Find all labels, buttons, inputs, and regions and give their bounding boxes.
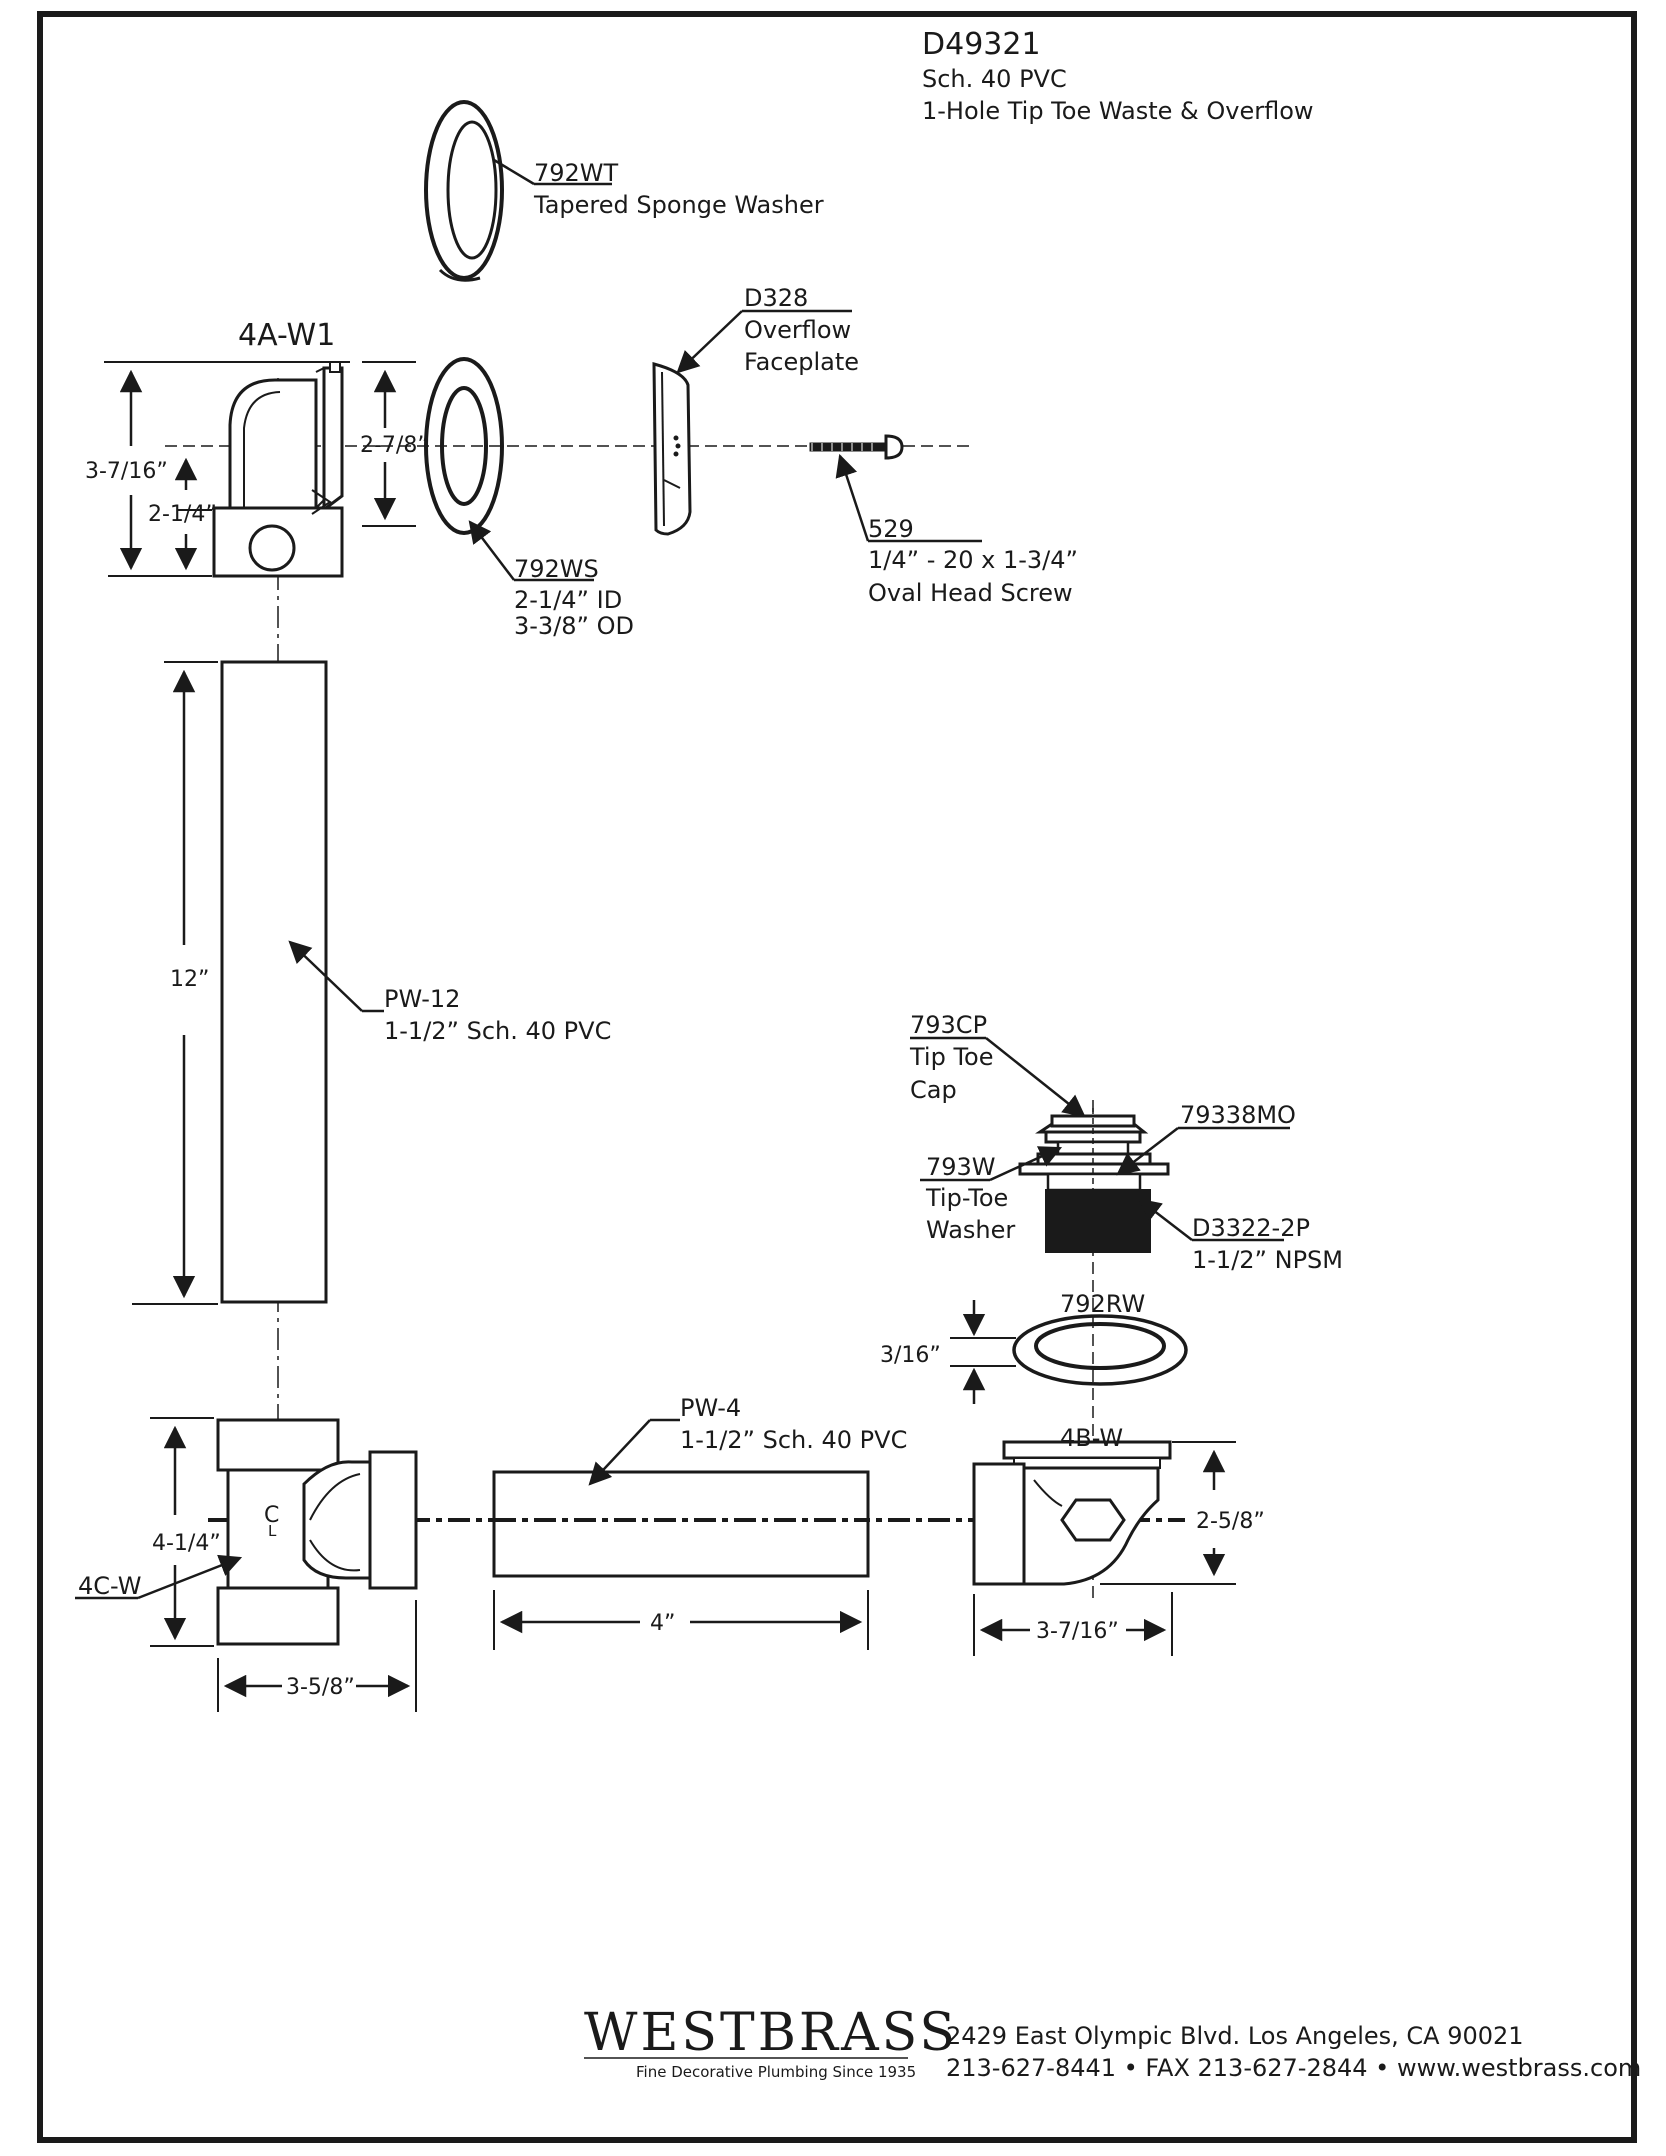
dim-tee-height: 4-1/4” [152, 1531, 221, 1556]
washer-792ws [424, 357, 504, 535]
tee-fitting-4c-w [216, 1418, 418, 1646]
part-desc-d328-2: Faceplate [744, 348, 859, 376]
part-desc-793w-1: Tip-Toe [925, 1184, 1008, 1212]
dim-pipe-short: 4” [650, 1611, 675, 1636]
part-code-4b-w: 4B-W [1060, 1424, 1123, 1452]
part-desc-pw-12: 1-1/2” Sch. 40 PVC [384, 1017, 611, 1045]
callout-793cp: 793CP Tip Toe Cap [909, 1011, 1086, 1118]
part-desc-pw-4: 1-1/2” Sch. 40 PVC [680, 1426, 907, 1454]
part-code-4c-w: 4C-W [78, 1572, 141, 1600]
dim-pipe-long: 12” [170, 967, 209, 992]
dim-elbow-center: 2-1/4” [148, 502, 217, 527]
tapered-sponge-washer-792wt [424, 100, 504, 282]
callout-d328: D328 Overflow Faceplate [676, 284, 859, 376]
company-address: 2429 East Olympic Blvd. Los Angeles, CA … [946, 2022, 1524, 2050]
brand-tagline: Fine Decorative Plumbing Since 1935 [636, 2063, 916, 2081]
part-desc-529-size: 1/4” - 20 x 1-3/4” [868, 546, 1078, 574]
dim-washer-thickness: 3/16” [880, 1343, 941, 1368]
part-desc-792ws-od: 3-3/8” OD [514, 612, 634, 640]
part-code-792rw: 792RW [1060, 1290, 1145, 1318]
title-block: D49321 Sch. 40 PVC 1-Hole Tip Toe Waste … [922, 27, 1314, 125]
dimension-tee-width: 3-5/8” [217, 1600, 417, 1712]
dim-shoe-width: 3-7/16” [1036, 1619, 1119, 1644]
footer: WESTBRASS Fine Decorative Plumbing Since… [584, 2003, 1641, 2082]
part-code-pw-4: PW-4 [680, 1394, 741, 1422]
part-code-792ws: 792WS [514, 555, 599, 583]
threaded-body-d3322-2p [1045, 1189, 1151, 1253]
part-code-pw-12: PW-12 [384, 985, 460, 1013]
part-number: D49321 [922, 27, 1041, 62]
part-desc-792ws-id: 2-1/4” ID [514, 586, 622, 614]
centerline-subscript: L [268, 1522, 277, 1540]
part-desc-d3322-2p: 1-1/2” NPSM [1192, 1246, 1343, 1274]
overflow-elbow-4a-w1 [212, 361, 344, 578]
part-code-793w: 793W [926, 1153, 996, 1181]
callout-d3322-2p: D3322-2P 1-1/2” NPSM [1138, 1198, 1343, 1274]
part-code-793cp: 793CP [910, 1011, 987, 1039]
callout-4c-w: 4C-W [75, 1554, 243, 1600]
part-desc-793cp-2: Cap [910, 1076, 957, 1104]
part-desc-d328-1: Overflow [744, 316, 851, 344]
part-code-529: 529 [868, 515, 914, 543]
callout-792wt: 792WT Tapered Sponge Washer [493, 158, 824, 219]
dim-shoe-height: 2-5/8” [1196, 1509, 1265, 1534]
pipe-pw-4 [492, 1470, 870, 1578]
part-code-d328: D328 [744, 284, 808, 312]
dimension-tee-height: 4-1/4” [152, 1425, 221, 1641]
part-desc-792wt: Tapered Sponge Washer [533, 191, 824, 219]
dimension-elbow-center: 2-1/4” [148, 457, 217, 571]
dim-overflow-height: 2-7/8” [360, 433, 429, 458]
part-code-4a-w1: 4A-W1 [238, 318, 335, 353]
dimension-shoe-height: 2-5/8” [1196, 1449, 1265, 1577]
part-desc-793cp-1: Tip Toe [909, 1043, 993, 1071]
material-label: Sch. 40 PVC [922, 65, 1067, 93]
dimension-pipe-short: 4” [493, 1590, 869, 1650]
callout-529: 529 1/4” - 20 x 1-3/4” Oval Head Screw [835, 453, 1078, 607]
tip-toe-stopper-assembly [1018, 1108, 1170, 1253]
part-desc-793w-2: Washer [926, 1216, 1015, 1244]
dimension-elbow-height: 3-7/16” [85, 369, 168, 571]
callout-792ws: 792WS 2-1/4” ID 3-3/8” OD [468, 520, 634, 640]
page-border [37, 11, 1637, 2143]
overflow-faceplate-d328 [652, 362, 692, 536]
pipe-pw-12 [220, 660, 328, 1304]
brand-logo: WESTBRASS [584, 2003, 958, 2063]
dimension-washer-thickness: 3/16” [880, 1300, 1016, 1404]
callout-pw-4: PW-4 1-1/2” Sch. 40 PVC [588, 1394, 907, 1486]
dimension-shoe-width: 3-7/16” [973, 1592, 1173, 1656]
drain-shoe-4b-w [972, 1440, 1172, 1586]
part-code-d3322-2p: D3322-2P [1192, 1214, 1310, 1242]
callout-pw-12: PW-12 1-1/2” Sch. 40 PVC [288, 940, 611, 1045]
dim-tee-width: 3-5/8” [286, 1675, 355, 1700]
part-desc-529-type: Oval Head Screw [868, 579, 1073, 607]
product-description: 1-Hole Tip Toe Waste & Overflow [922, 97, 1314, 125]
dimension-pipe-long: 12” [170, 669, 209, 1299]
dimension-overflow-height: 2-7/8” [360, 369, 429, 521]
centerline-symbol: C [264, 1503, 279, 1528]
tip-toe-washer-793w [1018, 1162, 1170, 1176]
callout-79338mo: 79338MO [1116, 1101, 1296, 1176]
dim-elbow-height: 3-7/16” [85, 459, 168, 484]
part-code-792wt: 792WT [534, 159, 619, 187]
company-contact: 213-627-8441 • FAX 213-627-2844 • www.we… [946, 2054, 1641, 2082]
part-code-79338mo: 79338MO [1180, 1101, 1296, 1129]
oval-head-screw-529 [809, 434, 904, 460]
rubber-washer-792rw [1012, 1314, 1188, 1386]
callout-793w: 793W Tip-Toe Washer [920, 1146, 1063, 1244]
